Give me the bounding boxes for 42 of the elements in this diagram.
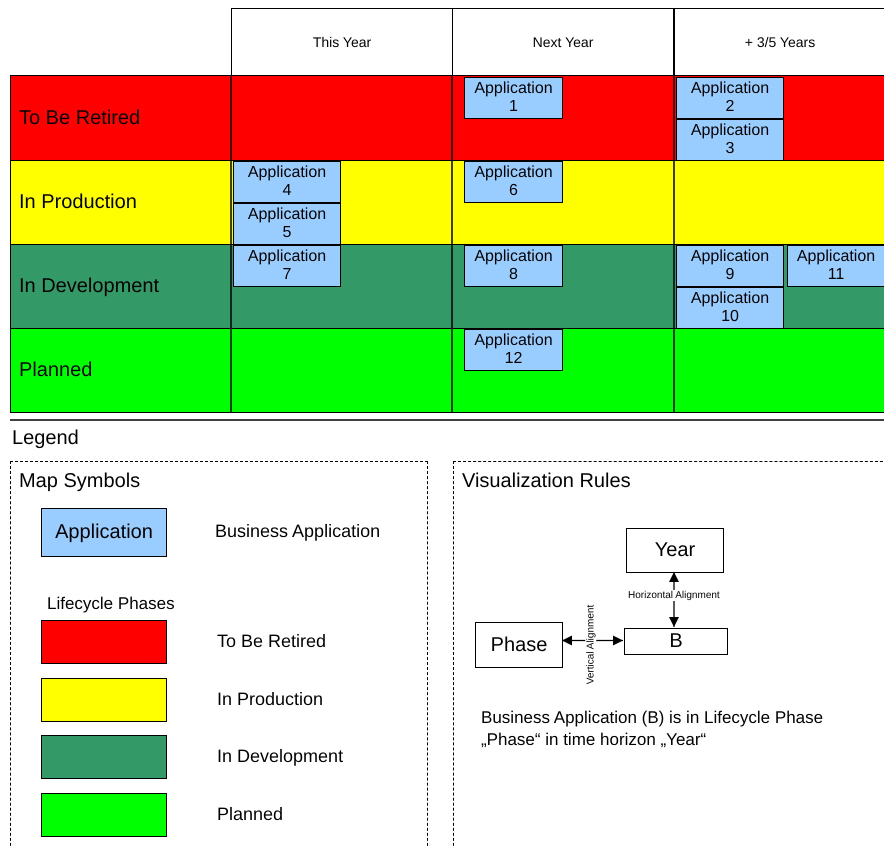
year-box: Year [626,528,724,573]
phase-box: Phase [475,622,563,668]
legend-panel [453,461,884,848]
application-box: Application 12 [464,329,563,371]
application-box: Application 1 [464,77,563,119]
phase-label: In Production [19,191,137,214]
column-header: This Year [231,8,453,76]
legend-label: To Be Retired [217,631,326,652]
phase-label: In Development [19,275,160,298]
panel-title: Map Symbols [19,470,140,493]
rule-text: Business Application (B) is in Lifecycle Phase „Phase“ in time horizon „Year“ [481,707,824,751]
application-box: Application 9 [676,245,784,287]
edge-label: Vertical Alignment [584,604,596,684]
application-symbol: Application [41,508,167,557]
legend-label: Planned [217,804,284,824]
application-box: Application 2 [676,77,784,119]
column-header: Next Year [452,8,674,76]
application-box: Application 4 [233,161,341,203]
column-header: + 3/5 Years [674,8,884,76]
phase-band [10,75,884,161]
application-box: Application 10 [676,287,784,329]
legend-label: In Development [217,746,344,767]
application-box: Application 6 [464,161,563,203]
application-box: Application 8 [464,245,563,287]
section-label: Lifecycle Phases [47,594,175,614]
application-box: Application 3 [676,119,784,161]
phase-label: Planned [19,359,92,382]
application-box: Application 5 [233,203,341,245]
application-box: B [624,628,728,655]
phase-band [10,244,884,329]
phase-band [10,328,884,413]
double-arrow [562,636,623,646]
symbol-description: Business Application [215,520,380,542]
application-box: Application 11 [787,245,884,287]
application-box: Application 7 [233,245,341,287]
edge-label: Horizontal Alignment [628,590,720,601]
phase-label: To Be Retired [19,106,140,130]
panel-title: Visualization Rules [462,470,631,493]
legend-label: In Production [217,688,324,710]
legend-heading: Legend [12,427,79,450]
phase-band [10,160,884,245]
legend-panel [10,461,428,848]
